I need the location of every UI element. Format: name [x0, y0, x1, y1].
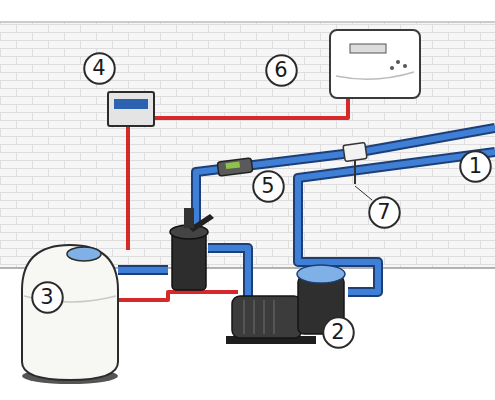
chlorinator-body [330, 30, 420, 98]
callout-number: 4 [92, 58, 105, 79]
valve-stem [184, 208, 194, 228]
callout-number: 3 [40, 287, 53, 308]
callout-circle: 3 [31, 281, 64, 314]
callout-circle: 4 [83, 52, 116, 85]
filter-tank [22, 245, 118, 380]
control-box [108, 92, 154, 126]
control-box-body [108, 92, 154, 126]
strainer-lid [297, 265, 345, 283]
flow-cell [217, 158, 252, 176]
valve-body [172, 232, 206, 290]
callout-ring [369, 197, 400, 228]
pipe-outline [118, 265, 168, 275]
pipes [118, 128, 495, 300]
motor-ribs [244, 300, 274, 334]
callout-ring [266, 55, 297, 86]
callout-ring [84, 53, 115, 84]
indicator-dot [403, 64, 407, 68]
callout-ring [32, 282, 63, 313]
pipe-outline [196, 128, 495, 232]
pump-motor [232, 296, 302, 338]
flow-cell-body [217, 158, 252, 176]
pump-outlet-pipe [208, 248, 248, 300]
callout-circle: 6 [265, 54, 298, 87]
power-wire [126, 124, 130, 250]
callout-number: 6 [274, 60, 287, 81]
indicator-dot [396, 60, 400, 64]
sensor-probe [354, 160, 356, 184]
chlorinator-display [350, 44, 386, 53]
callout-ring [253, 171, 284, 202]
callout-circle: 2 [322, 316, 355, 349]
callout-number: 7 [377, 202, 390, 223]
chlorinator-seam [336, 72, 414, 79]
callout-ring [323, 317, 354, 348]
power-wires [118, 98, 348, 300]
power-wire [150, 98, 348, 118]
leader-line [355, 186, 372, 200]
chlorinator [330, 30, 420, 98]
control-box-display [114, 99, 148, 109]
callout-circle: 7 [368, 196, 401, 229]
callout-number: 1 [469, 156, 482, 177]
pipe-outline [208, 248, 248, 300]
callout-number: 2 [331, 322, 344, 343]
callout-circle: 1 [459, 150, 492, 183]
sand-filter [22, 245, 118, 384]
callout-ring [460, 151, 491, 182]
flow-cell-window [225, 161, 240, 169]
brick-wall [0, 22, 495, 268]
filter-pipe [118, 267, 168, 273]
multiport-valve [170, 208, 214, 290]
wall-top-edge [0, 21, 495, 23]
filter-cap [67, 247, 101, 261]
callout-circle: 5 [252, 170, 285, 203]
sensor-tee [343, 143, 372, 200]
return-pipe [196, 128, 495, 232]
callout-number: 5 [261, 176, 274, 197]
tee-body [343, 143, 367, 162]
power-wire [118, 292, 238, 300]
indicator-dot [390, 66, 394, 70]
